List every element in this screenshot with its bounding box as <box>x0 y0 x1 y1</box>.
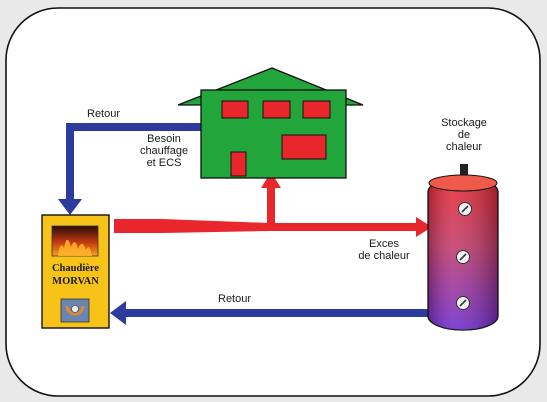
boiler-name-line2: MORVAN <box>52 276 99 287</box>
house <box>177 67 364 179</box>
heat-storage-label: Stockage de chaleur <box>441 117 487 153</box>
storage-tank <box>427 164 499 331</box>
retour-bottom-label: Retour <box>218 293 252 305</box>
gauge-icon <box>456 296 470 310</box>
return-pipe-bottom <box>110 301 432 325</box>
flame-icon <box>51 225 99 257</box>
return-pipe-top <box>58 123 206 215</box>
boiler <box>41 214 110 329</box>
hot-water-pipe <box>114 172 432 237</box>
gauge-icon <box>458 202 472 216</box>
boiler-name-line1: Chaudière <box>51 263 100 274</box>
gauge-icon <box>456 250 470 264</box>
valve-icon <box>60 298 90 323</box>
retour-top-label: Retour <box>87 108 121 120</box>
heating-demand-label: Besoin chauffage et ECS <box>139 133 189 169</box>
excess-heat-label: Exces de chaleur <box>358 238 410 262</box>
